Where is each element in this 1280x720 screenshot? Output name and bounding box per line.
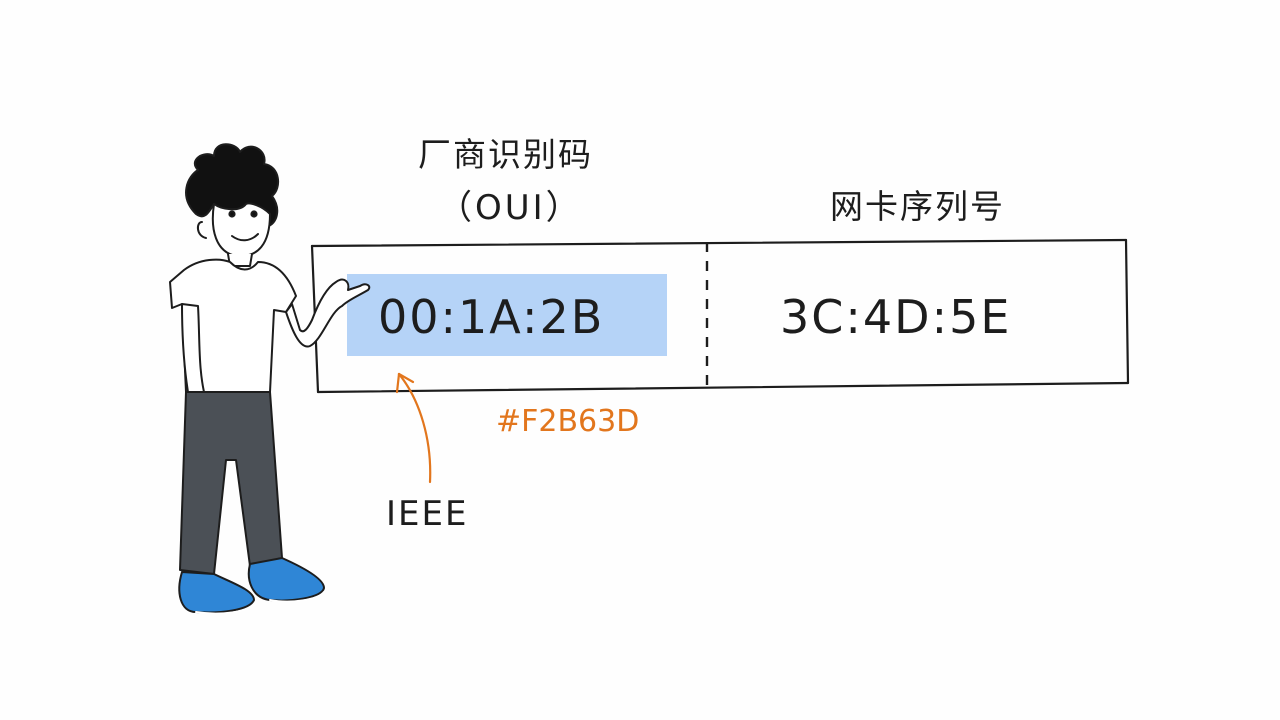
right-shoe <box>247 557 325 602</box>
nic-serial-title: 网卡序列号 <box>830 187 1005 226</box>
oui-abbreviation: （OUI） <box>438 188 583 228</box>
nic-serial-value: 3C:4D:5E <box>780 290 1012 344</box>
shirt <box>169 258 297 393</box>
face <box>211 202 271 258</box>
right-arm <box>285 278 371 348</box>
color-code-note: #F2B63D <box>496 404 640 439</box>
left-shoe <box>178 571 255 614</box>
oui-highlight <box>347 274 667 356</box>
oui-title: 厂商识别码 <box>418 135 593 174</box>
oui-value: 00:1A:2B <box>378 290 605 344</box>
person-illustration <box>169 143 371 615</box>
mac-address-box <box>310 238 1130 394</box>
ieee-arrow <box>395 372 432 484</box>
ieee-label: IEEE <box>386 494 469 534</box>
pants <box>179 391 283 575</box>
